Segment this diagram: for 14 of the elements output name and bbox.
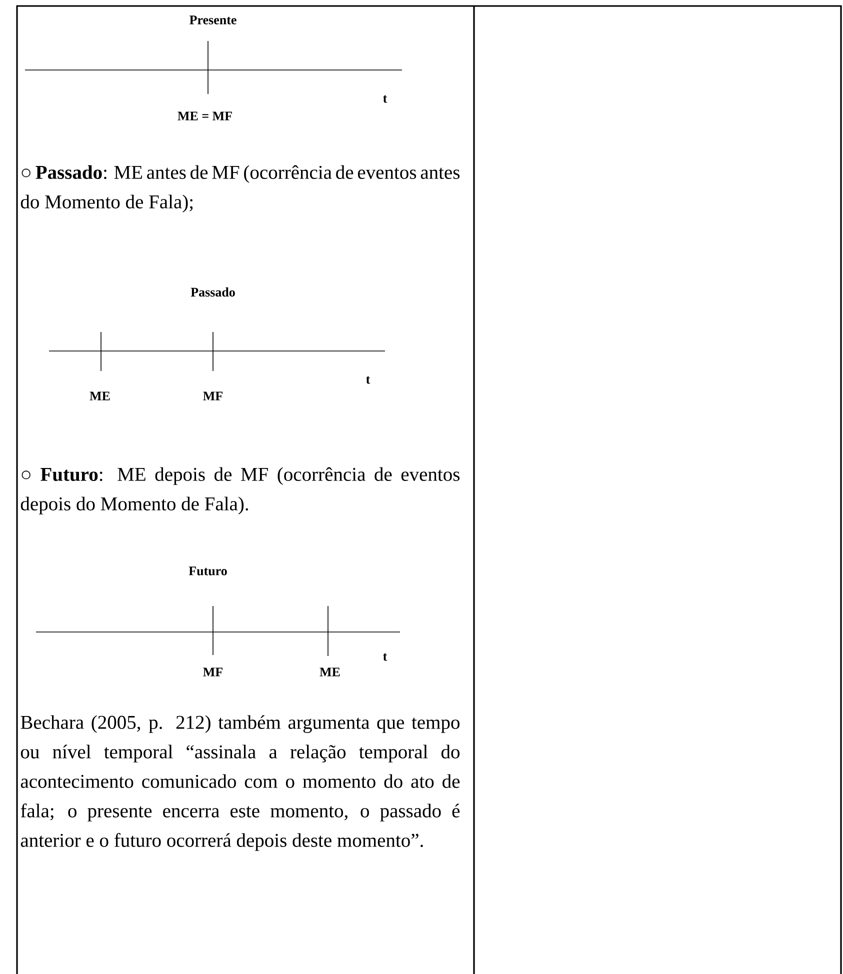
tick-label: MF — [203, 392, 222, 400]
timeline-title: Futuro — [188, 566, 227, 576]
axis-label: t — [366, 376, 370, 384]
paragraph: ○ Passado: ME antes de MF (ocorrência de eventos antes do Momento de Fala); — [20, 165, 460, 212]
tick-label: MF — [203, 668, 222, 676]
tick-label: ME — [320, 668, 340, 676]
paragraph: ○ Futuro: ME depois de MF (ocorrência de eventos depois do Momento de Fala). — [20, 467, 460, 514]
axis-label: t — [383, 653, 388, 661]
axis-label: t — [383, 95, 388, 103]
tick-label: ME = MF — [178, 112, 232, 120]
tick-label: ME — [90, 392, 110, 400]
timeline-title: Passado — [190, 287, 235, 297]
paragraph: Bechara (2005, p. 212) também argumenta que tempo ou nível temporal “assinala a relação temporal do acontecimento comunicado com o momento do ato de fala; o presente encerra este momento, o passado é anterior e o futuro ocorrerá depois deste momento”. — [20, 715, 460, 851]
timeline-title: Presente — [190, 16, 236, 24]
